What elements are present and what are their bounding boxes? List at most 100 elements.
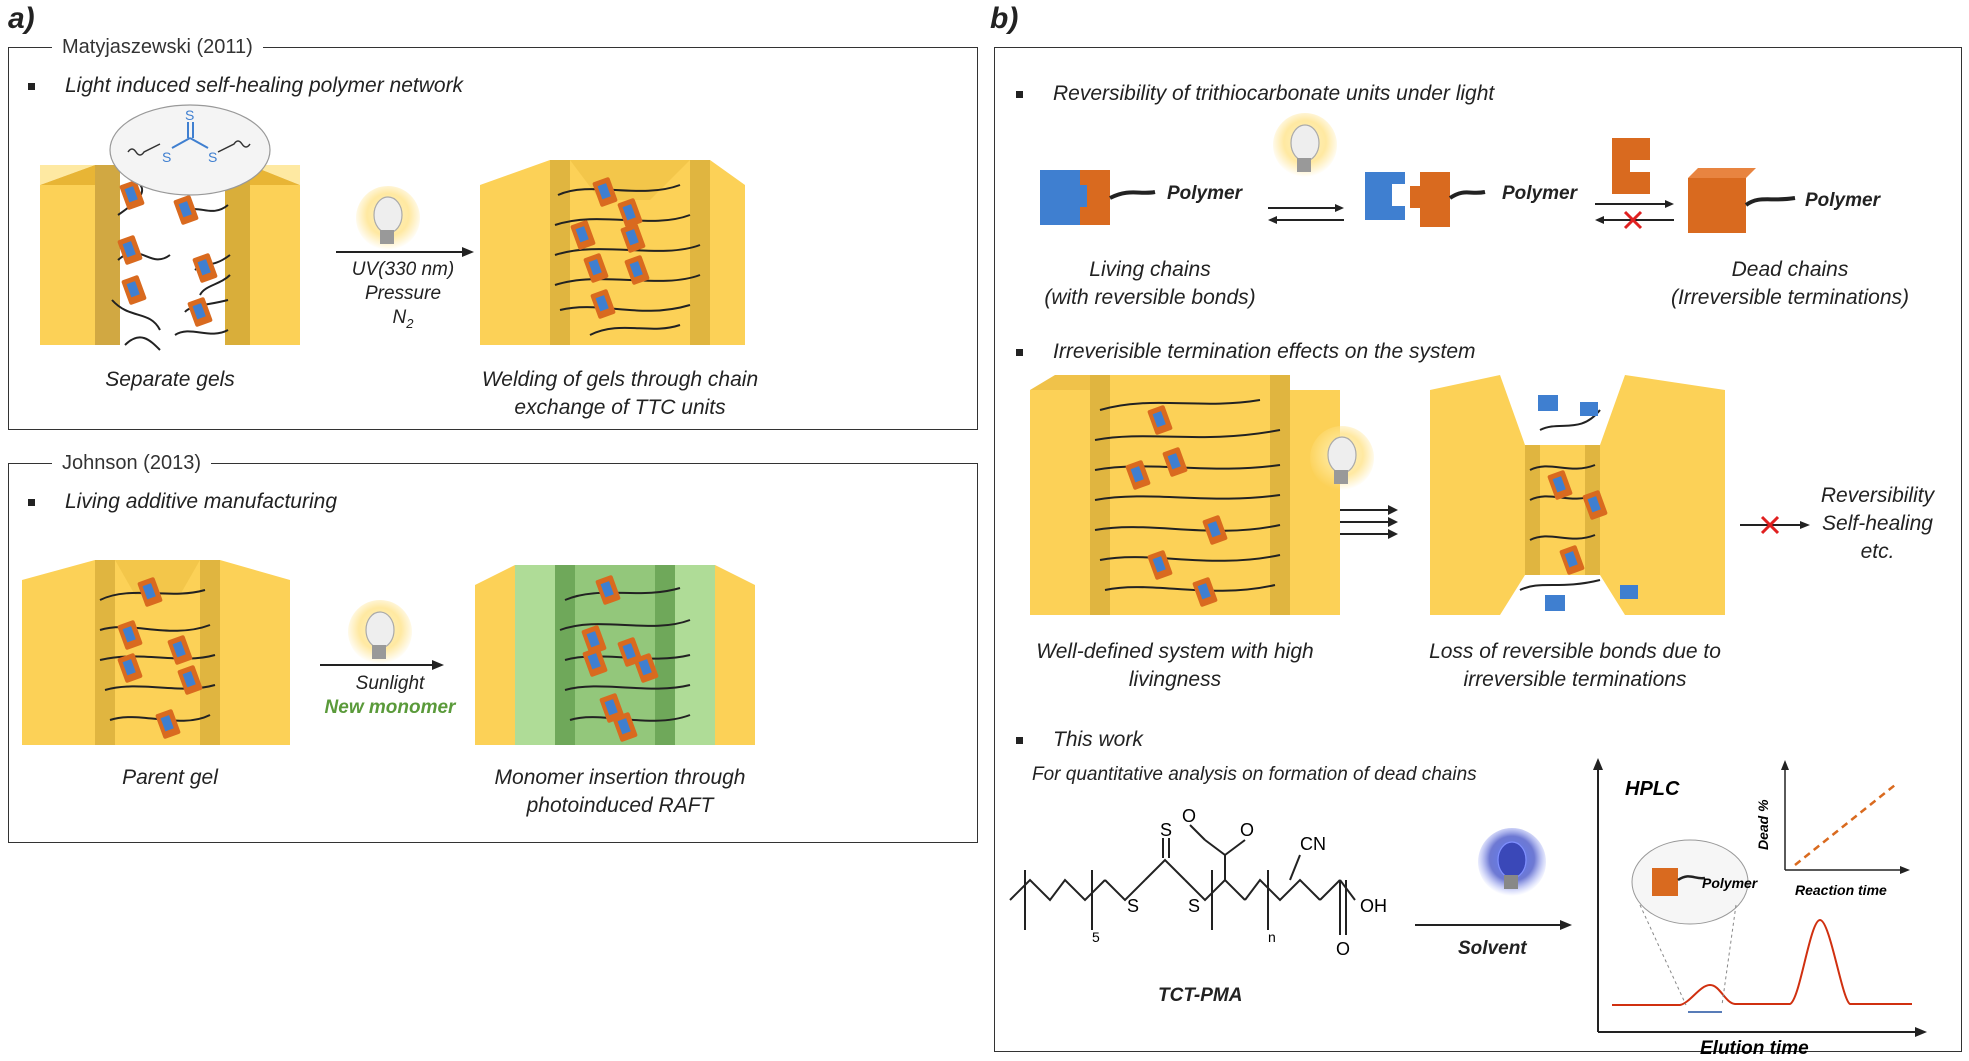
mol-sub-5: 5 (1092, 929, 1100, 945)
separated-chain-pieces (1365, 172, 1486, 227)
mol-oh: OH (1360, 896, 1387, 916)
arrow-head (1665, 200, 1674, 208)
mol-s-left: S (1127, 896, 1139, 916)
cond-n2: N2 (338, 306, 468, 336)
panel-b-drawings: 5 S S S O O n CN OH O Polymer HPLC Eluti… (1009, 113, 1927, 1059)
panel-a-letter: a) (8, 2, 35, 35)
welldef-line1: Well-defined system with high (1036, 640, 1314, 663)
mol-sub-n: n (1268, 929, 1276, 945)
lightbulb-icon (348, 600, 412, 664)
johnson-box (8, 463, 978, 843)
panel-b-letter: b) (990, 2, 1019, 35)
loss-caption: Loss of reversible bonds due to irrevers… (1405, 638, 1745, 694)
uv-conditions: UV(330 nm) Pressure N2 (338, 258, 468, 336)
monomer-insertion-caption: Monomer insertion through photoinduced R… (460, 764, 780, 820)
well-defined-gel-figure (1030, 375, 1340, 615)
b-bullet2: Irreverisible termination effects on the… (1016, 340, 1476, 364)
polymer-label-3: Polymer (1805, 190, 1880, 211)
b-bullet1-text: Reversibility of trithiocarbonate units … (1053, 82, 1495, 105)
box1-bullet: Light induced self-healing polymer netwo… (28, 74, 463, 98)
green-gel-figure (475, 565, 755, 745)
mol-o-carbonyl: O (1240, 820, 1254, 840)
matyjaszewski-box (8, 47, 978, 430)
hplc-title: HPLC (1625, 778, 1680, 800)
arrow-head (1560, 920, 1572, 930)
inset-xlabel: Reaction time (1795, 882, 1887, 898)
separate-gels-caption: Separate gels (105, 368, 235, 391)
bullet-dot (1016, 90, 1023, 98)
lightbulb-icon (1310, 426, 1374, 490)
loss-line1: Loss of reversible bonds due to (1429, 640, 1721, 663)
cond-n2-text: N (392, 307, 407, 328)
cond-new-monomer: New monomer (324, 697, 456, 718)
hplc-xlabel: Elution time (1700, 1038, 1809, 1059)
arrow-head (1595, 216, 1604, 224)
cond-pressure: Pressure (364, 283, 442, 304)
b-subnote: For quantitative analysis on formation o… (1032, 764, 1477, 785)
welded-gel-figure (480, 160, 745, 345)
arrow-head (1800, 521, 1810, 529)
welding-caption: Welding of gels through chain exchange o… (460, 366, 780, 422)
welding-caption-line2: exchange of TTC units (514, 396, 726, 419)
effect-self-healing: Self-healing (1822, 512, 1933, 535)
living-line1: Living chains (1089, 258, 1211, 281)
red-cross-icon (1760, 515, 1780, 535)
lightbulb-icon (1273, 113, 1337, 177)
panel-a-drawings: S S S (22, 104, 755, 745)
tct-pma-structure (1009, 824, 1356, 935)
welldef-line2: livingness (1128, 668, 1222, 691)
sunlight-conditions: Sunlight New monomer (305, 672, 475, 720)
arrow-head (462, 247, 474, 257)
blue-lightbulb-icon (1478, 828, 1546, 896)
tct-pma-label: TCT-PMA (1158, 985, 1243, 1006)
effect-reversibility: Reversibility (1820, 484, 1935, 507)
ttc-s-top: S (185, 107, 194, 123)
ttc-structure-inset (109, 104, 271, 196)
ttc-s-right: S (208, 149, 217, 165)
well-defined-caption: Well-defined system with high livingness (1005, 638, 1345, 694)
red-cross-icon (1623, 210, 1643, 230)
arrow-head (1268, 216, 1277, 224)
johnson-title: Johnson (2013) (52, 452, 211, 475)
b-bullet3-text: This work (1053, 728, 1143, 751)
separate-gels-figure (40, 165, 300, 351)
panel-b-box (994, 47, 1962, 1052)
monomer-caption-line2: photoinduced RAFT (526, 794, 714, 817)
cond-n2-sub: 2 (406, 315, 414, 331)
dead-line1: Dead chains (1731, 258, 1849, 281)
cond-uv: UV(330 nm) (351, 259, 455, 280)
monomer-caption-line1: Monomer insertion through (494, 766, 746, 789)
bullet-dot (1016, 736, 1023, 744)
mol-s-right: S (1188, 896, 1200, 916)
hplc-polymer-label: Polymer (1702, 875, 1759, 891)
living-line2: (with reversible bonds) (1044, 286, 1256, 309)
b-bullet3: This work (1016, 728, 1143, 752)
box2-bullet-text: Living additive manufacturing (65, 490, 337, 513)
effects-list: Reversibility Self-healing etc. (1800, 482, 1955, 566)
arrow-head (1388, 505, 1398, 515)
ttc-s-left: S (162, 149, 171, 165)
lightbulb-icon (356, 186, 420, 250)
mol-o-acid: O (1336, 939, 1350, 959)
mol-cn: CN (1300, 834, 1326, 854)
dead-chain-block (1688, 168, 1796, 233)
dead-percent-trend (1794, 784, 1896, 866)
effect-etc: etc. (1860, 540, 1895, 563)
polymer-label-2: Polymer (1502, 183, 1577, 204)
bullet-dot (28, 82, 35, 90)
b-bullet1: Reversibility of trithiocarbonate units … (1016, 82, 1494, 106)
orange-clip-piece (1612, 138, 1650, 194)
hplc-chart (1593, 758, 1927, 1037)
arrow-head (432, 660, 444, 670)
hplc-trace (1612, 918, 1912, 1006)
box2-bullet: Living additive manufacturing (28, 490, 337, 514)
b-bullet2-text: Irreverisible termination effects on the… (1053, 340, 1476, 363)
solvent-label: Solvent (1458, 938, 1527, 959)
arrow-head (1388, 517, 1398, 527)
mol-o-ester: O (1182, 806, 1196, 826)
dead-line2: (Irreversible terminations) (1670, 286, 1910, 309)
bullet-dot (28, 498, 35, 506)
arrow-head (1388, 529, 1398, 539)
bullet-dot (1016, 348, 1023, 356)
cond-sunlight: Sunlight (355, 673, 425, 694)
